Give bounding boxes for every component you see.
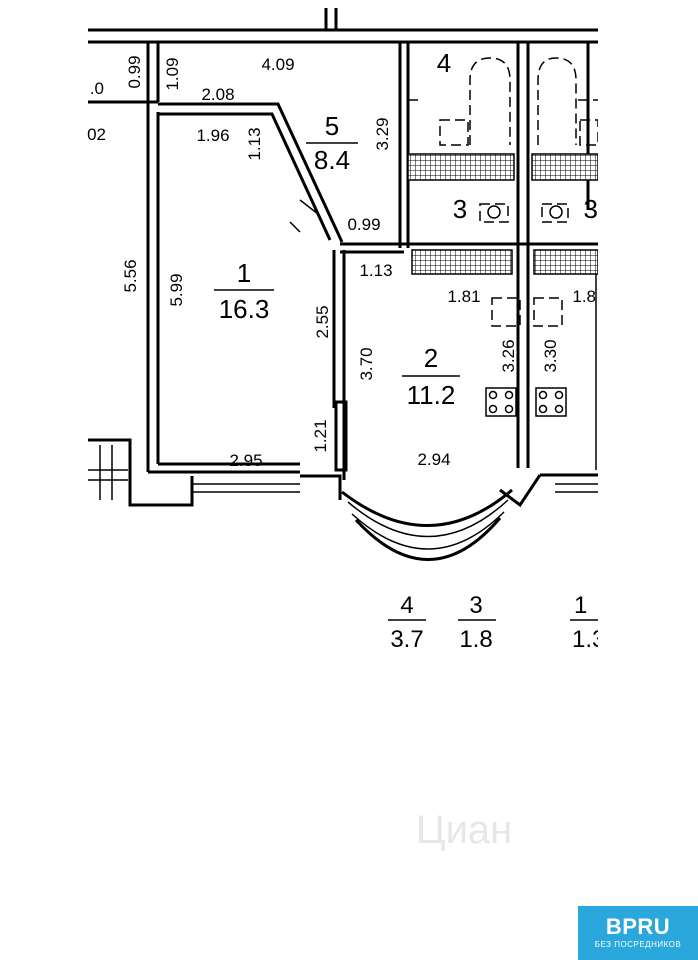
balcony-legend: 4 3.7 3 1.8 1 1.3 (388, 592, 605, 653)
watermark: Циан (416, 808, 513, 852)
room-1-number: 1 (237, 258, 251, 288)
legend-area: 3.7 (390, 626, 423, 653)
room-2-area: 11.2 (407, 380, 456, 410)
dim-label: 3.30 (541, 339, 560, 372)
legend-area: 1.8 (459, 626, 492, 653)
dim-label: 1.13 (359, 261, 392, 280)
dim-label: 1.09 (163, 57, 182, 90)
dim-label: 1.81 (447, 287, 480, 306)
dim-label: 3.29 (373, 117, 392, 150)
room-5-area: 8.4 (314, 145, 350, 175)
dim-label: 0.99 (347, 215, 380, 234)
fixtures (407, 57, 599, 417)
hatched-counter (531, 153, 599, 181)
legend-number: 3 (469, 592, 482, 619)
walls (88, 8, 598, 561)
badge-subtitle: БЕЗ ПОСРЕДНИКОВ (594, 940, 682, 949)
hatched-counter (407, 153, 515, 181)
dim-label: 1.96 (196, 126, 229, 145)
legend-number: 4 (400, 592, 413, 619)
dim-label: 1.13 (245, 127, 264, 160)
room-3-number: 3 (453, 194, 467, 224)
legend-number: 1 (574, 592, 587, 619)
hatched-counter (533, 249, 599, 275)
crop-mask (598, 0, 698, 900)
dim-label: 2.55 (313, 305, 332, 338)
room-2-number: 2 (424, 343, 438, 373)
dim-label: 5.99 (167, 273, 186, 306)
room-1-area: 16.3 (219, 294, 270, 324)
dimension-labels: 0.99 .0 02 1.09 4.09 2.08 1.96 1.13 3.29… (87, 55, 596, 470)
dim-label: 3.26 (499, 339, 518, 372)
dim-label: .0 (90, 79, 104, 98)
stove-icon (535, 387, 567, 417)
dim-label: 2.94 (417, 450, 450, 469)
dim-label: 4.09 (261, 55, 294, 74)
dim-label: 1.8 (572, 287, 596, 306)
badge-title: BPRU (605, 914, 671, 939)
dim-label: 2.08 (201, 85, 234, 104)
room-4-number: 4 (437, 48, 451, 78)
dim-label: 1.21 (311, 419, 330, 452)
dim-label: 5.56 (121, 259, 140, 292)
bpru-badge: BPRU БЕЗ ПОСРЕДНИКОВ (578, 906, 698, 960)
hatched-counter (411, 249, 513, 275)
dim-label: 3.70 (357, 347, 376, 380)
room-5-number: 5 (325, 111, 339, 141)
dim-label: 0.99 (125, 55, 144, 88)
partial-room-number: 3 (584, 194, 598, 224)
room-labels: 1 16.3 2 11.2 3 4 5 8.4 3 (214, 48, 598, 410)
dim-label: 02 (87, 125, 106, 144)
dim-label: 2.95 (229, 451, 262, 470)
stove-icon (485, 387, 517, 417)
